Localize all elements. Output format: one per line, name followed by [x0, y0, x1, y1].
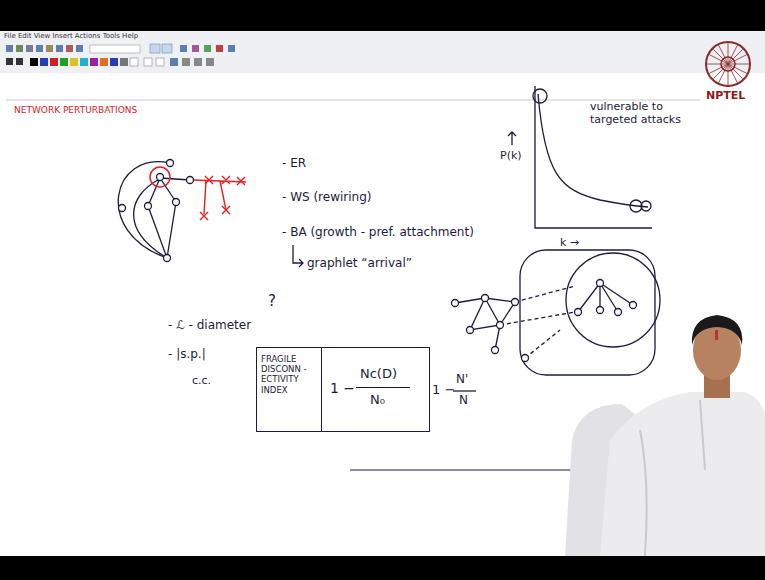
- formula-part: 1 −: [432, 382, 455, 398]
- nptel-logo: [706, 42, 750, 86]
- toolbar-icons: [6, 44, 235, 66]
- measure-item: - ℒ - diameter: [168, 318, 251, 332]
- definition-box: FRAGILE DISCONN -ECTIVITY INDEX: [256, 347, 322, 432]
- toolbar: [0, 31, 765, 73]
- fraction-bar: [453, 390, 476, 391]
- network-sketch: [118, 160, 246, 262]
- annotation: vulnerable to targeted attacks: [590, 100, 690, 126]
- node-text: FRAGILE DISCONN -ECTIVITY INDEX: [261, 354, 317, 395]
- arrow-mark: [293, 245, 303, 267]
- video-bar: [0, 556, 765, 580]
- video-bar: [0, 0, 765, 31]
- lecturer: [565, 315, 765, 556]
- measure-item: - |s.p.|: [168, 347, 206, 361]
- node-text: 1 −: [330, 380, 355, 397]
- formula-box: 1 − Nc(D) N₀: [322, 347, 430, 432]
- axis-label: P(k): [500, 149, 522, 162]
- formula-part: N': [456, 372, 468, 386]
- fraction-bar: [356, 387, 410, 388]
- logo-text: NPTEL: [706, 89, 745, 102]
- community-sketch: [452, 250, 661, 375]
- menu-bar: File Edit View Insert Actions Tools Help: [4, 32, 138, 40]
- model-item: - ER: [282, 156, 306, 170]
- question-mark: ?: [268, 292, 276, 310]
- node-text: Nc(D): [360, 366, 397, 382]
- measure-item: c.c.: [192, 374, 211, 387]
- formula-part: N: [459, 393, 468, 407]
- page-title: NETWORK PERTURBATIONS: [14, 105, 137, 116]
- axis-label: k →: [560, 236, 579, 249]
- model-item: - WS (rewiring): [282, 190, 372, 204]
- model-item: - BA (growth - pref. attachment): [282, 225, 474, 239]
- note-text: graphlet “arrival”: [307, 256, 412, 270]
- node-text: N₀: [370, 392, 385, 408]
